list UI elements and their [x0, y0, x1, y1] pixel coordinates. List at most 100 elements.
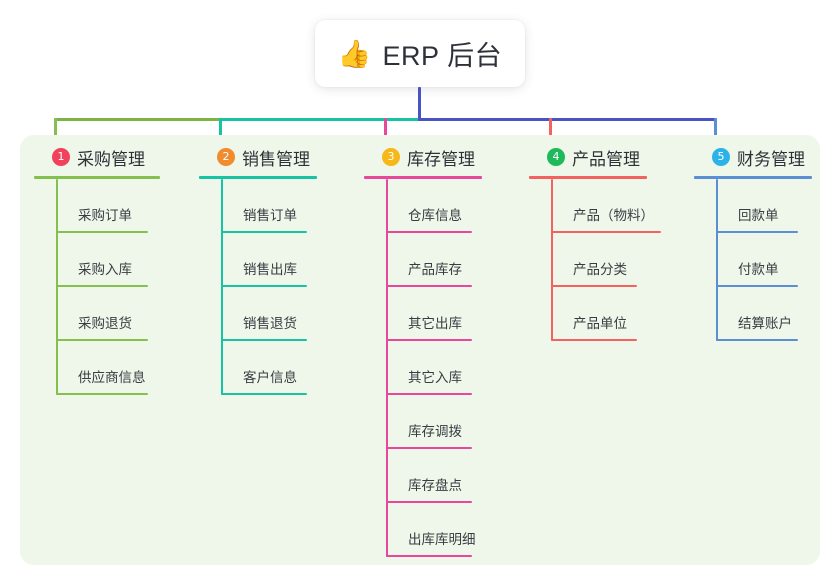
leaf-node[interactable]: 其它入库: [386, 341, 482, 395]
bar-teal: [219, 118, 420, 121]
leaf-spine-inventory: [386, 179, 388, 557]
leaf-rule: [386, 501, 472, 503]
leaf-label: 其它入库: [408, 370, 462, 385]
thumbs-up-icon: 👍: [337, 39, 372, 69]
column-title-product: 产品管理: [572, 149, 640, 169]
root-node-title: ERP 后台: [382, 41, 503, 71]
leaf-spine-product: [551, 179, 553, 341]
column-header-product[interactable]: 4 产品管理: [529, 145, 647, 169]
root-stem: [418, 87, 421, 121]
leaf-rule: [221, 339, 307, 341]
bar-green: [54, 118, 221, 121]
leaf-label: 采购退货: [78, 316, 132, 331]
leaf-rule: [221, 231, 307, 233]
column-title-sales: 销售管理: [242, 149, 310, 169]
leaf-node[interactable]: 产品单位: [551, 287, 647, 341]
leaf-list-finance: 回款单付款单结算账户: [716, 179, 812, 341]
leaf-node[interactable]: 销售退货: [221, 287, 317, 341]
leaf-node[interactable]: 仓库信息: [386, 179, 482, 233]
branches-panel: [20, 135, 820, 565]
leaf-label: 销售退货: [243, 316, 297, 331]
leaf-rule: [221, 393, 307, 395]
column-inventory: 3 库存管理仓库信息产品库存其它出库其它入库库存调拨库存盘点出库库明细: [364, 145, 482, 557]
leaf-rule: [551, 231, 661, 233]
column-header-sales[interactable]: 2 销售管理: [199, 145, 317, 169]
leaf-label: 产品分类: [573, 262, 627, 277]
leaf-label: 产品（物料）: [573, 208, 654, 223]
leaf-label: 采购入库: [78, 262, 132, 277]
column-badge-finance: 5: [712, 148, 730, 166]
column-title-finance: 财务管理: [737, 149, 805, 169]
leaf-rule: [56, 231, 148, 233]
leaf-rule: [56, 393, 148, 395]
leaf-rule: [551, 285, 637, 287]
column-header-inventory[interactable]: 3 库存管理: [364, 145, 482, 169]
column-finance: 5 财务管理回款单付款单结算账户: [694, 145, 812, 341]
leaf-node[interactable]: 回款单: [716, 179, 812, 233]
leaf-node[interactable]: 其它出库: [386, 287, 482, 341]
leaf-label: 付款单: [738, 262, 779, 277]
leaf-label: 出库库明细: [408, 532, 476, 547]
column-rule-inventory: [364, 176, 482, 179]
column-product: 4 产品管理产品（物料） 产品分类产品单位: [529, 145, 661, 341]
root-node-erp-backend[interactable]: 👍 ERP 后台: [315, 20, 525, 87]
leaf-label: 库存调拨: [408, 424, 462, 439]
leaf-rule: [386, 555, 472, 557]
column-badge-product: 4: [547, 148, 565, 166]
leaf-rule: [56, 339, 148, 341]
leaf-rule: [386, 285, 472, 287]
leaf-label: 供应商信息: [78, 370, 146, 385]
leaf-label: 产品单位: [573, 316, 627, 331]
leaf-node[interactable]: 出库库明细: [386, 503, 482, 557]
leaf-spine-purchase: [56, 179, 58, 395]
leaf-label: 库存盘点: [408, 478, 462, 493]
leaf-node[interactable]: 产品库存: [386, 233, 482, 287]
column-header-purchase[interactable]: 1 采购管理: [34, 145, 160, 169]
leaf-spine-sales: [221, 179, 223, 395]
bar-indigo: [418, 118, 717, 121]
leaf-label: 产品库存: [408, 262, 462, 277]
column-rule-sales: [199, 176, 317, 179]
column-rule-purchase: [34, 176, 160, 179]
leaf-spine-finance: [716, 179, 718, 341]
leaf-label: 采购订单: [78, 208, 132, 223]
leaf-node[interactable]: 结算账户: [716, 287, 812, 341]
leaf-label: 回款单: [738, 208, 779, 223]
leaf-node[interactable]: 库存调拨: [386, 395, 482, 449]
leaf-node[interactable]: 客户信息: [221, 341, 317, 395]
leaf-rule: [386, 231, 472, 233]
leaf-label: 结算账户: [738, 316, 792, 331]
leaf-list-sales: 销售订单销售出库销售退货客户信息: [221, 179, 317, 395]
leaf-rule: [716, 339, 798, 341]
column-sales: 2 销售管理销售订单销售出库销售退货客户信息: [199, 145, 317, 395]
leaf-rule: [386, 393, 472, 395]
column-purchase: 1 采购管理采购订单采购入库采购退货供应商信息: [34, 145, 160, 395]
leaf-label: 销售出库: [243, 262, 297, 277]
column-title-inventory: 库存管理: [407, 149, 475, 169]
leaf-rule: [386, 339, 472, 341]
leaf-node[interactable]: 采购退货: [56, 287, 160, 341]
leaf-list-purchase: 采购订单采购入库采购退货供应商信息: [56, 179, 160, 395]
leaf-rule: [716, 285, 798, 287]
column-title-purchase: 采购管理: [77, 149, 145, 169]
leaf-node[interactable]: 产品分类: [551, 233, 647, 287]
leaf-node[interactable]: 供应商信息: [56, 341, 160, 395]
column-header-finance[interactable]: 5 财务管理: [694, 145, 812, 169]
leaf-node[interactable]: 产品（物料）: [551, 179, 661, 233]
leaf-node[interactable]: 付款单: [716, 233, 812, 287]
leaf-node[interactable]: 销售订单: [221, 179, 317, 233]
leaf-label: 其它出库: [408, 316, 462, 331]
leaf-node[interactable]: 采购订单: [56, 179, 160, 233]
leaf-list-inventory: 仓库信息产品库存其它出库其它入库库存调拨库存盘点出库库明细: [386, 179, 482, 557]
leaf-list-product: 产品（物料） 产品分类产品单位: [551, 179, 661, 341]
leaf-node[interactable]: 销售出库: [221, 233, 317, 287]
leaf-node[interactable]: 库存盘点: [386, 449, 482, 503]
leaf-rule: [551, 339, 637, 341]
column-badge-purchase: 1: [52, 148, 70, 166]
column-badge-sales: 2: [217, 148, 235, 166]
leaf-label: 客户信息: [243, 370, 297, 385]
leaf-rule: [716, 231, 798, 233]
leaf-node[interactable]: 采购入库: [56, 233, 160, 287]
column-badge-inventory: 3: [382, 148, 400, 166]
